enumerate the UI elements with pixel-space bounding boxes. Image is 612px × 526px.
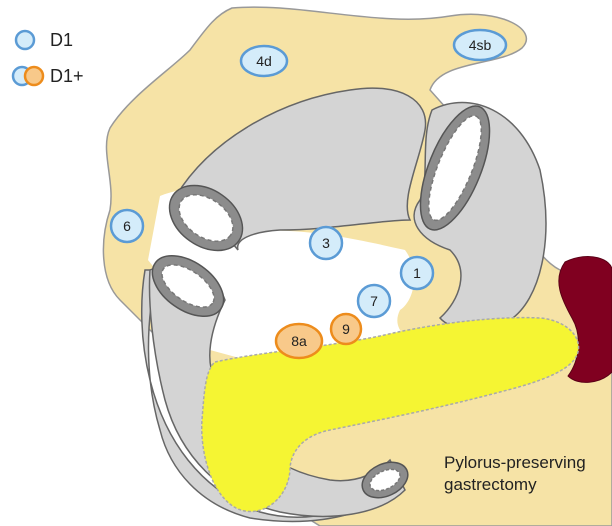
node-8a: 8a [276, 324, 322, 358]
node-3: 3 [310, 227, 342, 259]
legend-d1: D1 [10, 28, 73, 52]
caption-line-1: Pylorus-preserving [444, 452, 586, 474]
caption: Pylorus-preserving gastrectomy [444, 452, 586, 496]
node-4d: 4d [241, 46, 287, 76]
svg-text:6: 6 [123, 218, 131, 234]
caption-line-2: gastrectomy [444, 474, 586, 496]
svg-text:7: 7 [370, 293, 378, 309]
legend-d1-label: D1 [50, 30, 73, 51]
svg-text:3: 3 [322, 235, 330, 251]
svg-text:4d: 4d [256, 53, 272, 69]
svg-text:1: 1 [413, 265, 421, 281]
node-6: 6 [111, 210, 143, 242]
legend-d1plus: D1+ [10, 64, 84, 88]
legend-d1plus-label: D1+ [50, 66, 84, 87]
svg-text:4sb: 4sb [469, 37, 492, 53]
node-4sb: 4sb [454, 30, 506, 60]
node-9: 9 [331, 314, 361, 344]
node-7: 7 [358, 285, 390, 317]
node-1: 1 [401, 257, 433, 289]
d1-swatch-icon [10, 28, 50, 52]
svg-text:9: 9 [342, 321, 350, 337]
d1plus-swatch-icon [10, 64, 50, 88]
svg-text:8a: 8a [291, 333, 307, 349]
